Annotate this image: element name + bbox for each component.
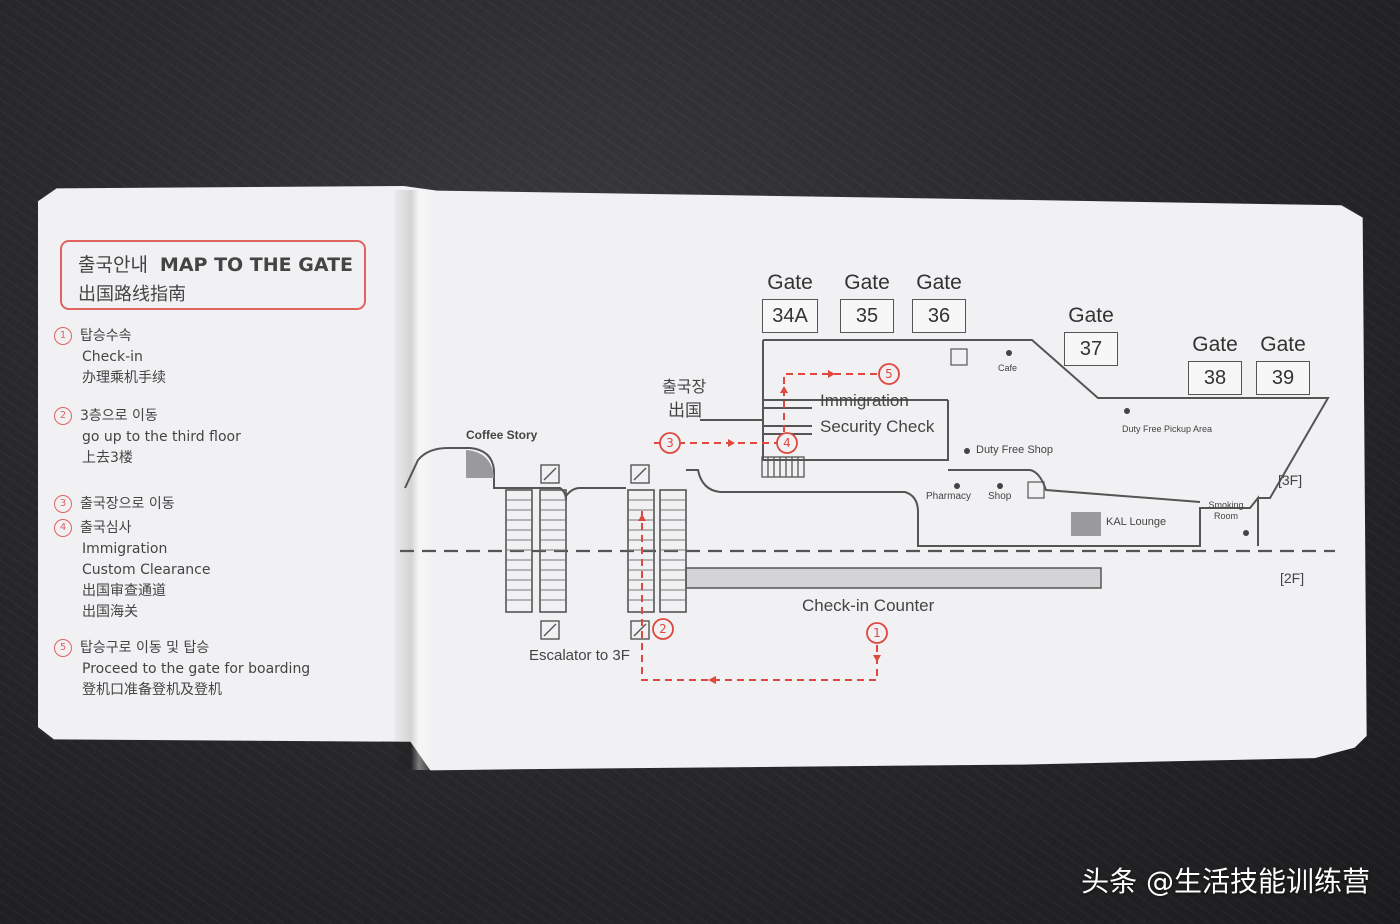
route-marker-2: 2	[659, 622, 667, 636]
step-line: 上去3楼	[82, 450, 133, 466]
floor-3f-label: [3F]	[1278, 472, 1303, 488]
escalator-right-steps	[628, 499, 686, 601]
step-line: 출국장으로 이동	[80, 496, 175, 512]
shop-strip	[948, 469, 1201, 503]
step-number: 3	[54, 495, 72, 513]
kal-lounge-block	[1071, 512, 1101, 536]
step-1: 1 탑승수속 Check-in 办理乘机手续	[54, 326, 166, 389]
security-scanner	[761, 456, 805, 478]
step-line: Proceed to the gate for boarding	[82, 661, 311, 677]
step-line: 登机口准备登机及登机	[82, 682, 222, 698]
gate-37: Gate 37	[1064, 304, 1118, 366]
step-line: 办理乘机手续	[82, 370, 166, 386]
pharmacy-dot	[954, 483, 960, 489]
title-line-1: 출국안내 MAP TO THE GATE	[78, 250, 353, 277]
escalator-left-steps	[506, 499, 566, 601]
escalator-icon	[540, 464, 650, 640]
step-number: 5	[54, 639, 72, 657]
floor-2f-label: [2F]	[1280, 570, 1305, 586]
route-marker-1: 1	[873, 626, 881, 640]
route-markers	[652, 363, 900, 644]
duty-free-dot	[964, 448, 970, 454]
route-path	[641, 373, 880, 681]
route-marker-3: 3	[666, 436, 674, 450]
gate-label: Gate	[844, 271, 890, 294]
cafe-label: Cafe	[998, 363, 1018, 373]
smoking-room-label: Smoking Room	[1208, 500, 1244, 521]
gate-39: Gate 39	[1256, 333, 1310, 395]
gate-label: Gate	[1068, 304, 1114, 327]
kal-lounge-label: KAL Lounge	[1106, 516, 1167, 528]
step-line: Immigration	[82, 541, 168, 557]
step-2: 2 3층으로 이동 go up to the third floor 上去3楼	[54, 406, 241, 469]
restroom-icon	[1027, 481, 1045, 499]
gate-number: 39	[1256, 361, 1310, 395]
title-english: MAP TO THE GATE	[159, 254, 354, 276]
card-fold	[395, 190, 435, 770]
checkin-counter-label: Check-in Counter	[802, 596, 935, 615]
escalator-label: Escalator to 3F	[529, 647, 630, 664]
restroom-icon	[950, 348, 968, 366]
boarding-pass-card	[38, 186, 1367, 771]
terminal-outline-right	[686, 469, 1259, 547]
route-marker-4: 4	[783, 436, 791, 450]
step-line: 탑승구로 이동 및 탑승	[80, 640, 210, 656]
gate-35: Gate 35	[840, 271, 894, 333]
coffee-story-block	[466, 450, 494, 478]
gate-label: Gate	[767, 271, 813, 294]
gate-number: 35	[840, 299, 894, 333]
map-title-box: 출국안내 MAP TO THE GATE 出国路线指南	[60, 240, 366, 310]
pickup-dot	[1124, 408, 1130, 414]
title-korean: 출국안내	[78, 254, 148, 276]
step-number: 4	[54, 519, 72, 537]
step-line: go up to the third floor	[82, 429, 241, 445]
coffee-story-label: Coffee Story	[466, 428, 538, 442]
gate-36: Gate 36	[912, 271, 966, 333]
cafe-dot	[1006, 350, 1012, 356]
step-number: 1	[54, 327, 72, 345]
gate-number: 37	[1064, 332, 1118, 366]
gate-label: Gate	[916, 271, 962, 294]
departure-area-inner	[762, 340, 949, 461]
immigration-booths	[700, 399, 948, 435]
gate-number: 36	[912, 299, 966, 333]
departure-area-outline	[763, 339, 1330, 499]
duty-free-pickup-label: Duty Free Pickup Area	[1122, 424, 1213, 434]
departure-hall-korean: 출국장	[662, 379, 707, 396]
gate-38: Gate 38	[1188, 333, 1242, 395]
step-4: 4 출국심사 Immigration Custom Clearance 出国审查通…	[54, 518, 210, 623]
step-line: 탑승수속	[80, 328, 132, 344]
step-line: Custom Clearance	[82, 562, 211, 578]
duty-free-shop-label: Duty Free Shop	[976, 444, 1054, 456]
gate-34a: Gate 34A	[762, 271, 818, 333]
gate-label: Gate	[1260, 333, 1306, 356]
security-check-label: Security Check	[820, 417, 935, 436]
gate-number: 38	[1188, 361, 1242, 395]
shop-label: Shop	[988, 491, 1012, 502]
title-chinese: 出国路线指南	[78, 284, 186, 305]
route-marker-5: 5	[885, 367, 893, 381]
terminal-outline-left	[404, 447, 626, 501]
pharmacy-label: Pharmacy	[926, 491, 972, 502]
step-line: Check-in	[82, 349, 143, 365]
gate-number: 34A	[762, 299, 818, 333]
escalator-left	[505, 489, 567, 613]
shop-dot	[997, 483, 1003, 489]
step-line: 出国审查通道	[82, 583, 166, 599]
watermark-text: 头条 @生活技能训练营	[1081, 865, 1370, 898]
step-line: 3층으로 이동	[80, 408, 158, 424]
step-line: 출국심사	[80, 520, 132, 536]
step-3: 3 출국장으로 이동	[54, 494, 175, 515]
gate-label: Gate	[1192, 333, 1238, 356]
step-5: 5 탑승구로 이동 및 탑승 Proceed to the gate for bo…	[54, 638, 310, 701]
step-line: 出国海关	[82, 604, 138, 620]
route-marker-numbers: 1 2 3 4 5	[659, 367, 893, 640]
departure-hall-chinese: 出国	[668, 401, 702, 420]
route-arrows	[638, 370, 881, 684]
checkin-counter-bar	[685, 567, 1102, 589]
immigration-label: Immigration	[820, 391, 909, 410]
step-number: 2	[54, 407, 72, 425]
smoking-dot	[1243, 530, 1249, 536]
